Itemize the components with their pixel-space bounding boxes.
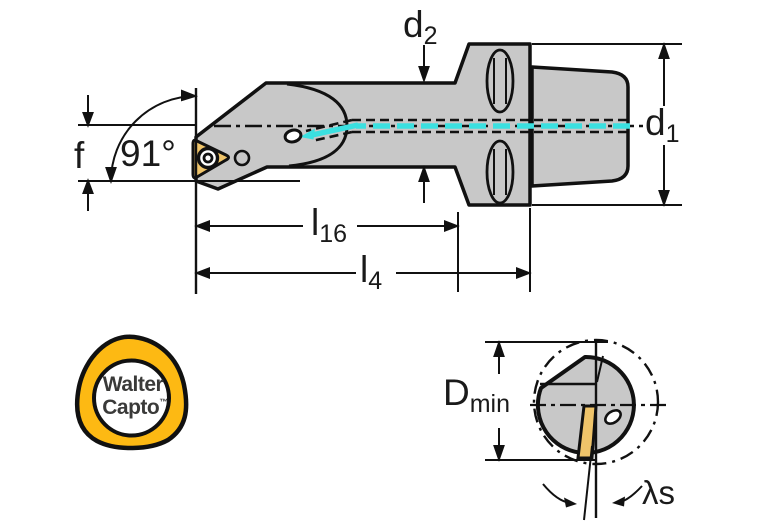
label-angle: 91° — [120, 133, 176, 174]
coolant-arrowhead — [300, 128, 315, 140]
label-l16: l16 — [311, 202, 348, 248]
label-l4: l4 — [360, 249, 383, 295]
dimension-angle — [105, 89, 199, 185]
section-screw-hole — [604, 409, 622, 425]
pocket-notch — [233, 149, 251, 167]
coolant-flow — [300, 122, 630, 140]
section-insert — [576, 404, 598, 460]
insert-screw-inner — [202, 152, 214, 164]
dimension-d2 — [418, 45, 430, 203]
coolant-channel-lines — [305, 118, 628, 143]
dimension-d1 — [532, 41, 682, 208]
dimension-lambda — [542, 445, 643, 521]
flange-slots — [485, 48, 515, 205]
label-d1: d1 — [645, 102, 680, 148]
tool-side-view — [191, 42, 650, 207]
logo-text-walter: Walter — [102, 373, 164, 396]
coolant-outlet — [283, 128, 303, 144]
dimension-f — [78, 95, 300, 211]
label-lambda-s: λs — [642, 474, 675, 511]
cross-section-view — [485, 338, 668, 521]
walter-capto-logo — [74, 334, 189, 451]
logo-inner-circle — [92, 358, 171, 438]
section-edge-line — [596, 355, 604, 383]
label-dmin: Dmin — [443, 372, 511, 418]
label-d2: d2 — [403, 4, 438, 50]
dimensions — [78, 41, 682, 294]
logo-text-capto: Capto™ — [102, 396, 168, 419]
label-f: f — [74, 135, 85, 176]
dimension-dmin — [485, 339, 608, 463]
dimension-l4 — [194, 208, 532, 292]
dimension-l16 — [194, 212, 460, 292]
